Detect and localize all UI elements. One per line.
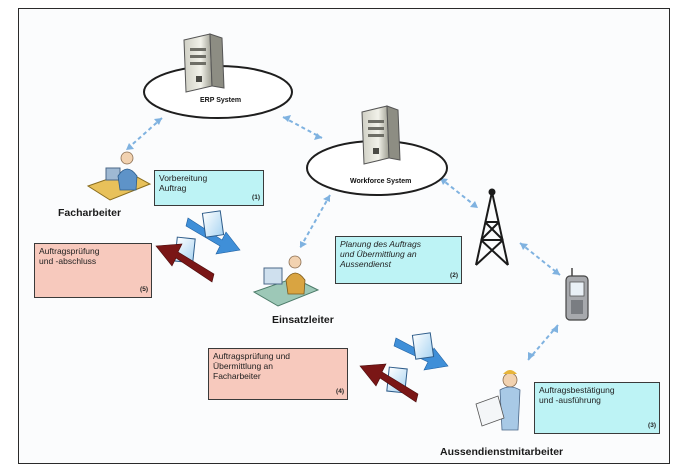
step-number-3: (3) [648,422,656,429]
step-box-bestaetigung: Auftragsbestätigung und -ausführung (3) [534,382,660,434]
document-transfer-1 [155,210,241,283]
step-number-2: (2) [450,272,458,279]
facharbeiter-label: Facharbeiter [58,207,122,219]
erp-system-label: ERP System [200,97,242,104]
antenna-tower-icon [475,188,509,266]
step-text-pruefung-fach: Auftragsprüfung und -abschluss [39,246,100,266]
step-number-5: (5) [140,286,148,293]
step-box-planung: Planung des Auftrags und Übermittlung an… [335,236,462,284]
workforce-system-label: Workforce System [350,178,412,185]
connector-arrowheads [126,115,560,360]
workforce-server-icon [361,105,401,165]
aussendienst-person-icon [475,370,521,431]
step-box-pruefung-einsatz: Auftragsprüfung und Übermittlung an Fach… [208,348,348,400]
aussendienst-label: Aussendienstmitarbeiter [440,446,564,458]
connector-tower-phone [519,242,561,276]
return-arrow-2 [359,363,419,403]
step-text-planung: Planung des Auftrags und Übermittlung an… [340,239,421,269]
connector-erp-facharbeiter [125,117,163,151]
erp-server-icon [183,33,225,93]
document-transfer-2 [359,332,449,403]
connector-erp-workforce [282,116,323,139]
step-box-vorbereitung: Vorbereitung Auftrag (1) [154,170,264,206]
einsatzleiter-label: Einsatzleiter [272,314,334,326]
return-arrow-1 [155,243,215,283]
connector-workforce-tower [439,177,479,209]
connector-workforce-einsatzleiter [299,194,331,249]
mobile-phone-icon [565,268,589,321]
step-number-4: (4) [336,388,344,395]
step-text-vorbereitung: Vorbereitung Auftrag [159,173,208,193]
step-box-pruefung-fach: Auftragsprüfung und -abschluss (5) [34,243,152,298]
facharbeiter-person-icon [86,151,152,201]
step-number-1: (1) [252,194,260,201]
step-text-pruefung-einsatz: Auftragsprüfung und Übermittlung an Fach… [213,351,291,381]
einsatzleiter-person-icon [252,255,320,307]
step-text-bestaetigung: Auftragsbestätigung und -ausführung [539,385,615,405]
